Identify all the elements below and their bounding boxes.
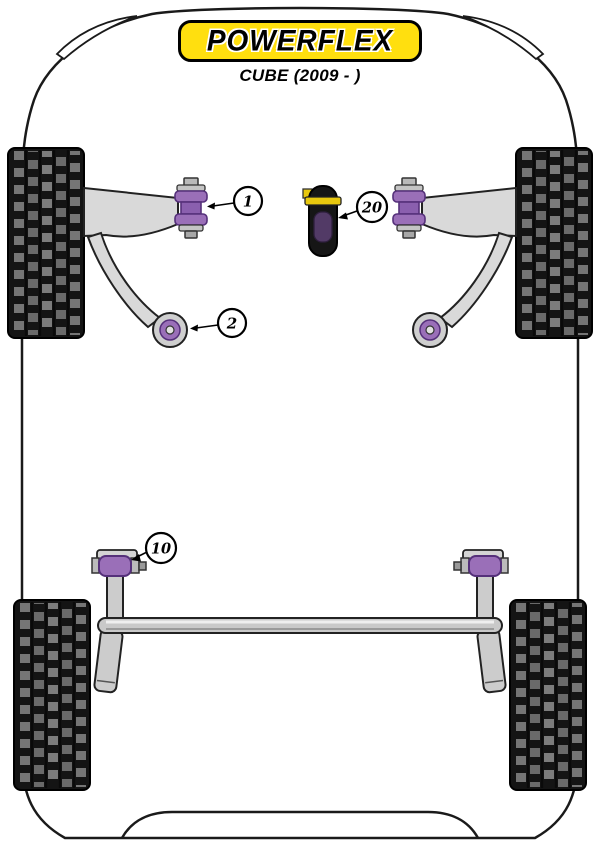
front-arm-left (83, 177, 208, 348)
callout-1-arrow (207, 202, 215, 210)
callout-10-arrow (131, 554, 141, 562)
front-arm-right (392, 177, 517, 348)
arm-front-bushing-right (392, 177, 426, 239)
engine-mount (302, 185, 342, 257)
callout-1-label: 1 (243, 193, 253, 211)
callout-2[interactable]: 2 (190, 307, 248, 339)
tire-rear-right (509, 599, 587, 791)
tire-rear-left (13, 599, 91, 791)
brand-logo-text: POWERFLEX (206, 24, 394, 57)
model-title: CUBE (2009 - ) (239, 66, 361, 85)
wiper-left (55, 15, 138, 61)
car-body-outline (20, 6, 580, 840)
callout-10[interactable]: 10 (131, 531, 178, 565)
callout-20-label: 20 (361, 200, 382, 217)
callout-20[interactable]: 20 (338, 190, 389, 224)
arb-bushing-right (468, 555, 502, 577)
rear-arb-right-end (453, 549, 509, 694)
rear-bumper-line (120, 810, 480, 839)
brand-logo: POWERFLEX (178, 20, 422, 62)
callout-2-label: 2 (226, 315, 237, 333)
rear-anti-roll-bar (97, 617, 503, 634)
callout-20-arrow (338, 212, 348, 220)
callout-10-label: 10 (151, 541, 171, 558)
callout-1[interactable]: 1 (207, 185, 264, 217)
wiper-right (462, 15, 545, 61)
arb-bushing-left (98, 555, 132, 577)
callout-2-arrow (190, 324, 198, 332)
tire-front-right (515, 147, 593, 339)
tire-front-left (7, 147, 85, 339)
arm-front-bushing-left (174, 177, 208, 239)
